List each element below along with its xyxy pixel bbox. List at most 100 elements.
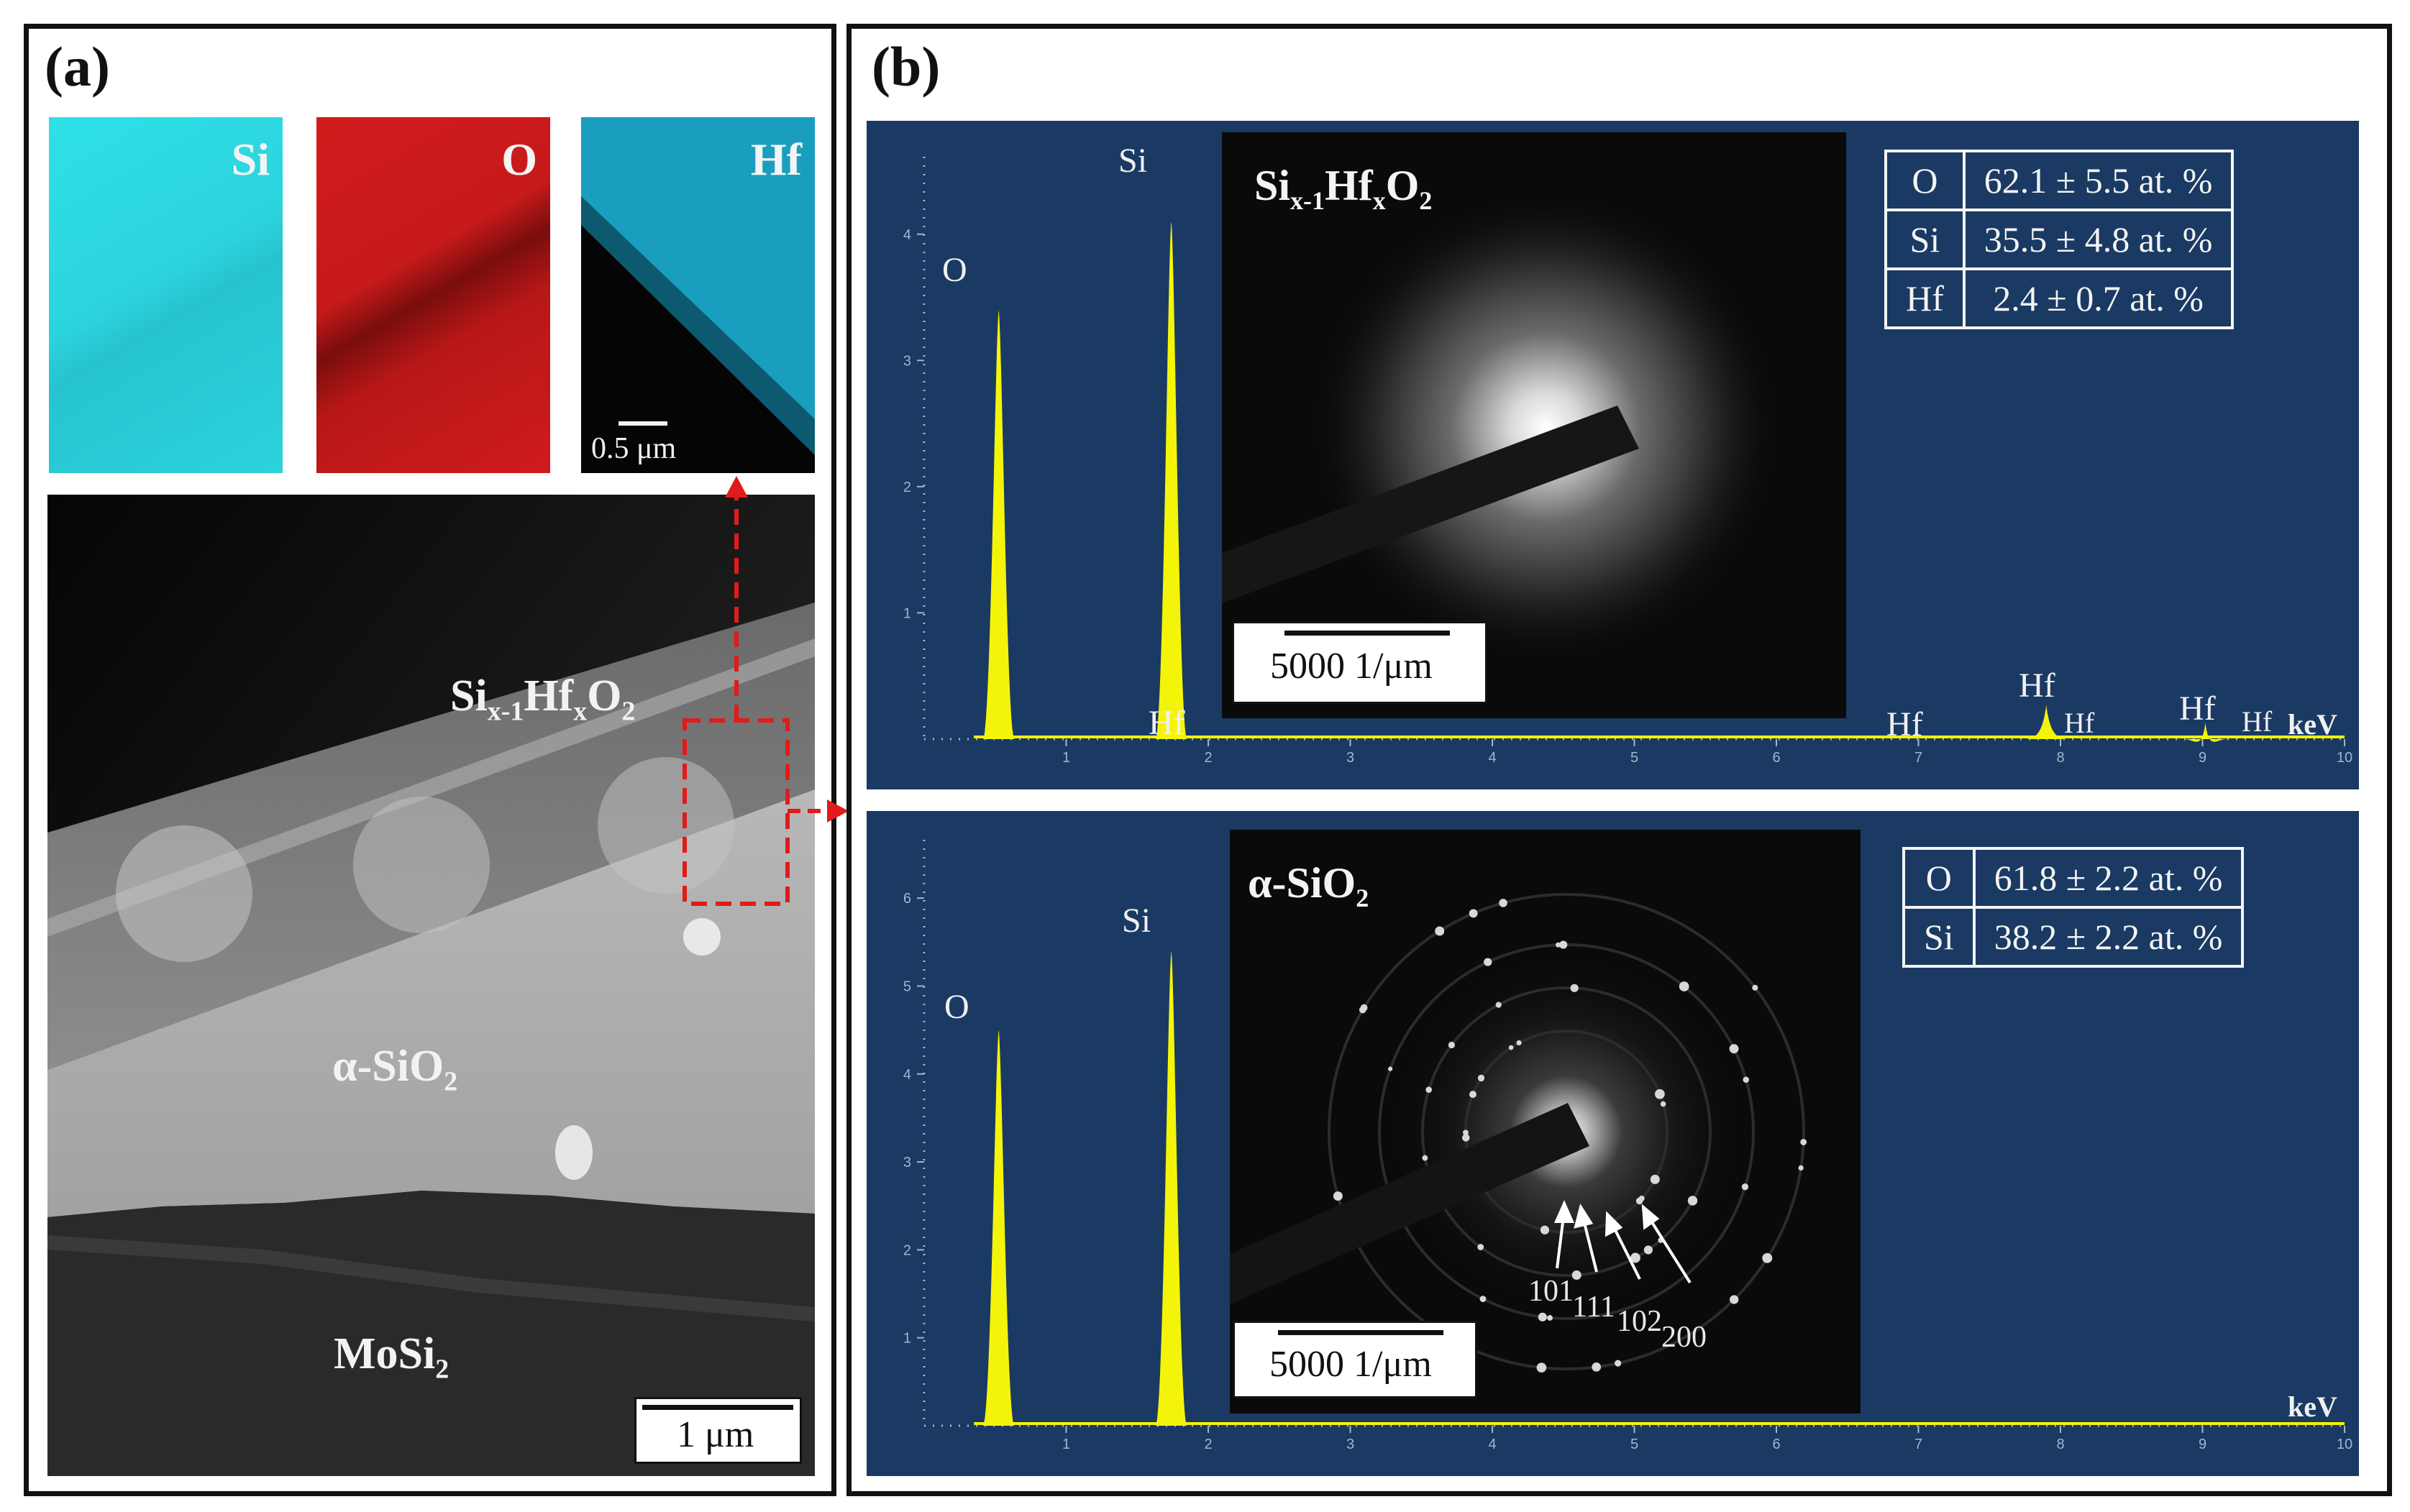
saed-pattern-top: Six-1HfxO2 5000 1/μm [1222,132,1846,718]
x-tick-label: 2 [1204,1437,1212,1452]
diffraction-spot [1484,958,1492,966]
panel-a-label: (a) [45,35,110,98]
spectrum-peak [1155,950,1187,1426]
diffraction-spot [1752,984,1758,991]
saed-scalebar-bottom [1278,1330,1443,1335]
diffraction-spot [1729,1044,1739,1054]
saed-pattern-bottom: α-SiO2 101 111 102 200 5000 1/μm [1230,830,1861,1414]
x-tick-label: 9 [2199,750,2206,766]
tem-scalebar [642,1405,793,1410]
value-cell: 38.2 ± 2.2 at. % [1972,906,2245,968]
x-tick-label: 10 [2337,1437,2352,1452]
x-tick-label: 9 [2199,1437,2206,1452]
saed-title-bottom: α-SiO2 [1248,859,1369,912]
y-tick-label: 3 [903,353,911,369]
y-tick-label: 6 [903,891,911,907]
si-map-label: Si [231,134,270,185]
y-tick-label: 2 [903,1242,911,1258]
element-cell: Hf [1884,267,1966,329]
spectrum-peak [1155,221,1187,739]
diffraction-spot [1798,1165,1804,1171]
diffraction-spot [1435,926,1445,936]
y-tick-label: 2 [903,480,911,495]
diffraction-spot [1570,984,1579,992]
peak-label-si: Si [1118,142,1148,180]
x-tick-label: 1 [1062,750,1070,766]
peak-label-hf-4: Hf [2064,707,2095,739]
diffraction-spot [1477,1074,1485,1082]
x-tick-label: 5 [1630,750,1638,766]
diffraction-spot [1679,981,1689,991]
saed-diffraction-top [1222,190,1783,664]
peak-label-hf-2: Hf [1886,705,1923,743]
saed-scalebar-box-bottom: 5000 1/μm [1233,1321,1477,1398]
saed-scalebar-label-top: 5000 1/μm [1270,646,1433,687]
tem-scalebar-box: 1 μm [634,1397,802,1464]
ring-label-111: 111 [1572,1291,1615,1324]
spectrum-peak [982,310,1015,740]
diffraction-spot [1630,1252,1640,1263]
diffraction-spot [1469,909,1478,918]
peak-label-o: O [944,988,969,1026]
diffraction-spot [1687,1196,1698,1206]
diffraction-spot [1559,940,1568,949]
saed-title-top: Six-1HfxO2 [1254,162,1433,215]
diffraction-spot [1800,1139,1807,1145]
diffraction-spot [1425,1086,1432,1094]
x-tick-label: 3 [1346,1437,1354,1452]
o-map: O [316,117,550,473]
tem-image: Six-1HfxO2 α-SiO2 MoSi2 1 μm [47,495,815,1476]
value-cell: 35.5 ± 4.8 at. % [1962,209,2235,270]
diffraction-spot [1762,1252,1773,1263]
spectrum-peak [982,1030,1015,1426]
diffraction-spot [1508,1045,1514,1050]
diffraction-spot [1538,1312,1547,1321]
diffraction-spot [1333,1191,1343,1201]
ring-label-102: 102 [1617,1305,1662,1338]
x-tick-label: 7 [1914,750,1922,766]
diffraction-spot [1479,1296,1487,1303]
diffraction-spot [1730,1295,1739,1304]
diffraction-spot [1635,1197,1643,1205]
y-tick-label: 1 [903,1331,911,1347]
tem-label-hf-layer: Six-1HfxO2 [450,672,636,727]
hf-map-signal [581,117,815,455]
y-tick-label: 5 [903,979,911,994]
diffraction-spot [1571,1270,1581,1280]
tem-scalebar-label: 1 μm [677,1414,754,1455]
diffraction-spot [1741,1183,1749,1191]
diffraction-spot [1516,1040,1522,1046]
value-cell: 62.1 ± 5.5 at. % [1962,150,2235,211]
diffraction-spot [1495,1002,1502,1008]
peak-label-si: Si [1122,902,1151,940]
x-tick-label: 1 [1062,1437,1070,1452]
saed-scalebar-box-top: 5000 1/μm [1232,621,1487,704]
diffraction-spot [1592,1362,1602,1372]
value-cell: 2.4 ± 0.7 at. % [1962,267,2235,329]
x-tick-label: 4 [1488,750,1496,766]
si-map: Si [49,117,283,473]
diffraction-spot [1643,1245,1653,1255]
x-tick-label: 4 [1488,1437,1496,1452]
panel-b-frame [846,24,2392,1496]
diffraction-spot [1499,899,1507,907]
peak-label-hf-3: Hf [2019,666,2055,705]
diffraction-spot [1547,1315,1553,1321]
y-tick-label: 4 [903,1067,911,1083]
x-axis-unit-top: keV [2288,708,2337,741]
diffraction-spot [1655,1089,1665,1099]
y-tick-label: 4 [903,227,911,243]
x-tick-label: 5 [1630,1437,1638,1452]
spectrum-peak [2025,705,2068,739]
diffraction-spot [1360,1004,1368,1012]
diffraction-spot [1422,1155,1428,1161]
